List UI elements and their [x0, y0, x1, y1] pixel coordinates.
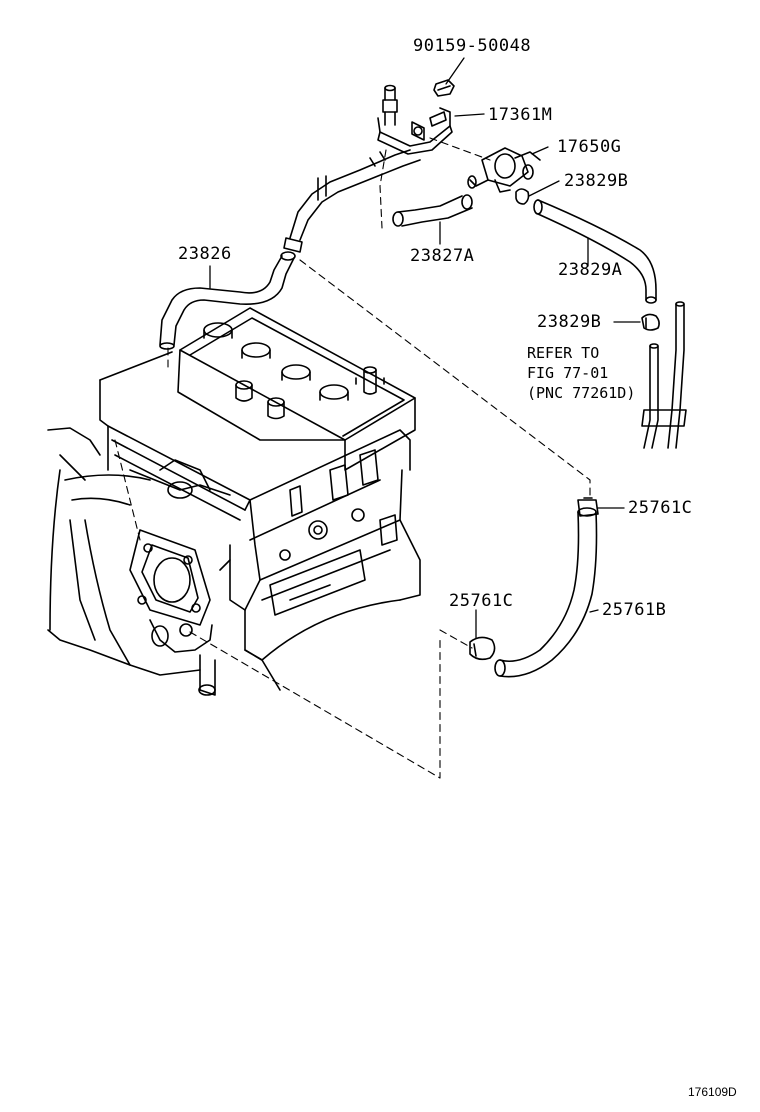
vsv-bracket-assembly — [377, 79, 541, 205]
refer-note-line3: (PNC 77261D) — [527, 384, 636, 402]
fuel-vapor-pipes — [641, 301, 687, 449]
clamp-23829B — [641, 313, 660, 331]
part-label-23829B-top[interactable]: 23829B — [564, 171, 629, 191]
part-label-23829A[interactable]: 23829A — [558, 260, 623, 280]
part-label-23826[interactable]: 23826 — [178, 244, 232, 264]
refer-note-line1: REFER TO — [527, 344, 600, 362]
engine-block — [47, 307, 421, 696]
vacuum-pipe-23826 — [159, 149, 421, 350]
part-label-23829B-mid[interactable]: 23829B — [537, 312, 602, 332]
hose-23829A — [533, 199, 657, 304]
part-label-25761B[interactable]: 25761B — [602, 600, 667, 620]
hose-25761B — [469, 497, 599, 678]
part-label-90159-50048[interactable]: 90159-50048 — [413, 36, 532, 56]
part-label-17650G[interactable]: 17650G — [557, 137, 622, 157]
refer-note-line2[interactable]: FIG 77-01 — [527, 364, 609, 382]
refer-note: REFER TO FIG 77-01 (PNC 77261D) — [527, 343, 635, 403]
part-label-25761C-left[interactable]: 25761C — [449, 591, 514, 611]
leader-lines — [209, 57, 641, 639]
guide-lines — [114, 137, 591, 779]
hose-23827A — [392, 194, 473, 227]
part-label-23827A[interactable]: 23827A — [410, 246, 475, 266]
figure-id: 176109D — [688, 1085, 737, 1099]
part-label-17361M[interactable]: 17361M — [488, 105, 553, 125]
part-label-25761C-right[interactable]: 25761C — [628, 498, 693, 518]
